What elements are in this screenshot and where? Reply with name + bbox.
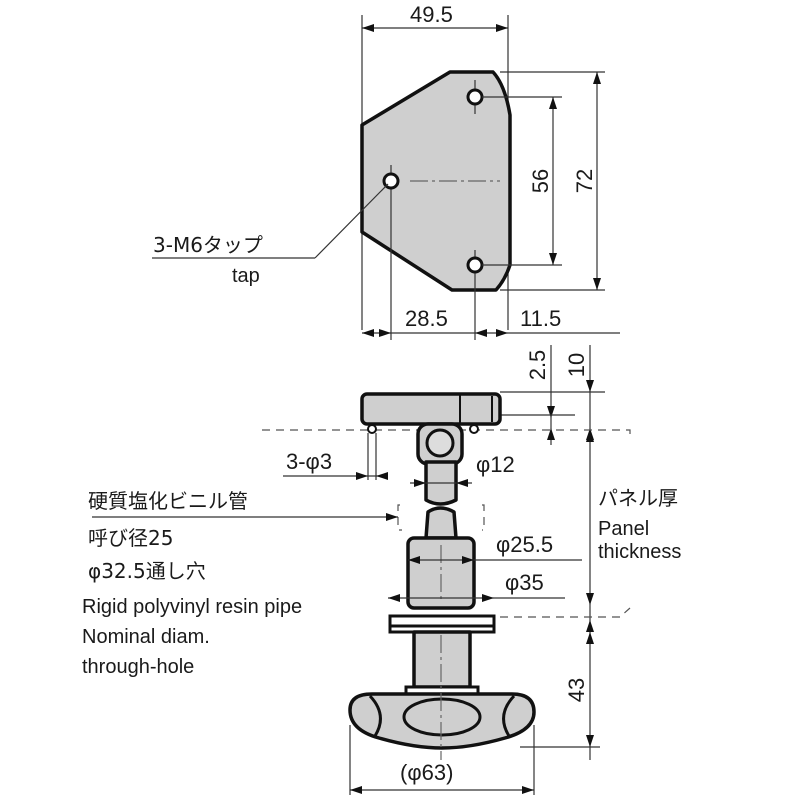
dim-hole-pitch: 56	[528, 169, 553, 193]
panel-note-en-2: thickness	[598, 541, 681, 563]
panel-note-en-1: Panel	[598, 518, 649, 540]
pipe-note-en-2: Nominal diam.	[82, 626, 210, 648]
tap-label-en: tap	[232, 265, 260, 287]
top-lever	[360, 392, 502, 426]
panel-note-jp: パネル厚	[598, 486, 678, 510]
dim-handle: (φ63)	[400, 760, 453, 785]
dim-shaft: φ12	[476, 452, 515, 477]
pipe-note: 硬質塩化ビニル管 呼び径25 φ32.5通し穴 Rigid polyvinyl …	[82, 489, 302, 678]
pipe-note-en-1: Rigid polyvinyl resin pipe	[82, 596, 302, 618]
dim-flange: φ35	[505, 570, 544, 595]
pipe-note-jp-2: 呼び径25	[88, 526, 173, 550]
dim-2-5: 2.5	[525, 350, 550, 381]
dim-body: φ25.5	[496, 532, 553, 557]
pipe-note-jp-1: 硬質塩化ビニル管	[88, 489, 248, 513]
pipe-note-jp-3: φ32.5通し穴	[88, 559, 206, 583]
pipe-note-en-3: through-hole	[82, 656, 194, 678]
dim-height: 72	[572, 169, 597, 193]
dim-right-offset: 11.5	[520, 306, 561, 331]
panel-note: パネル厚 Panel thickness	[598, 486, 681, 563]
top-view: 49.5 56 72	[152, 2, 620, 340]
body-cylinder	[406, 536, 476, 610]
dim-length: 43	[564, 678, 589, 702]
dim-left-to-hole: 28.5	[405, 306, 448, 331]
dim-holes: 3-φ3	[286, 449, 332, 474]
lower-shaft	[412, 630, 472, 689]
dim-10: 10	[564, 353, 589, 377]
side-view: 2.5 10 3-φ3	[92, 345, 631, 795]
dim-width: 49.5	[410, 2, 453, 27]
tap-label-jp: 3-M6タップ	[153, 233, 263, 257]
